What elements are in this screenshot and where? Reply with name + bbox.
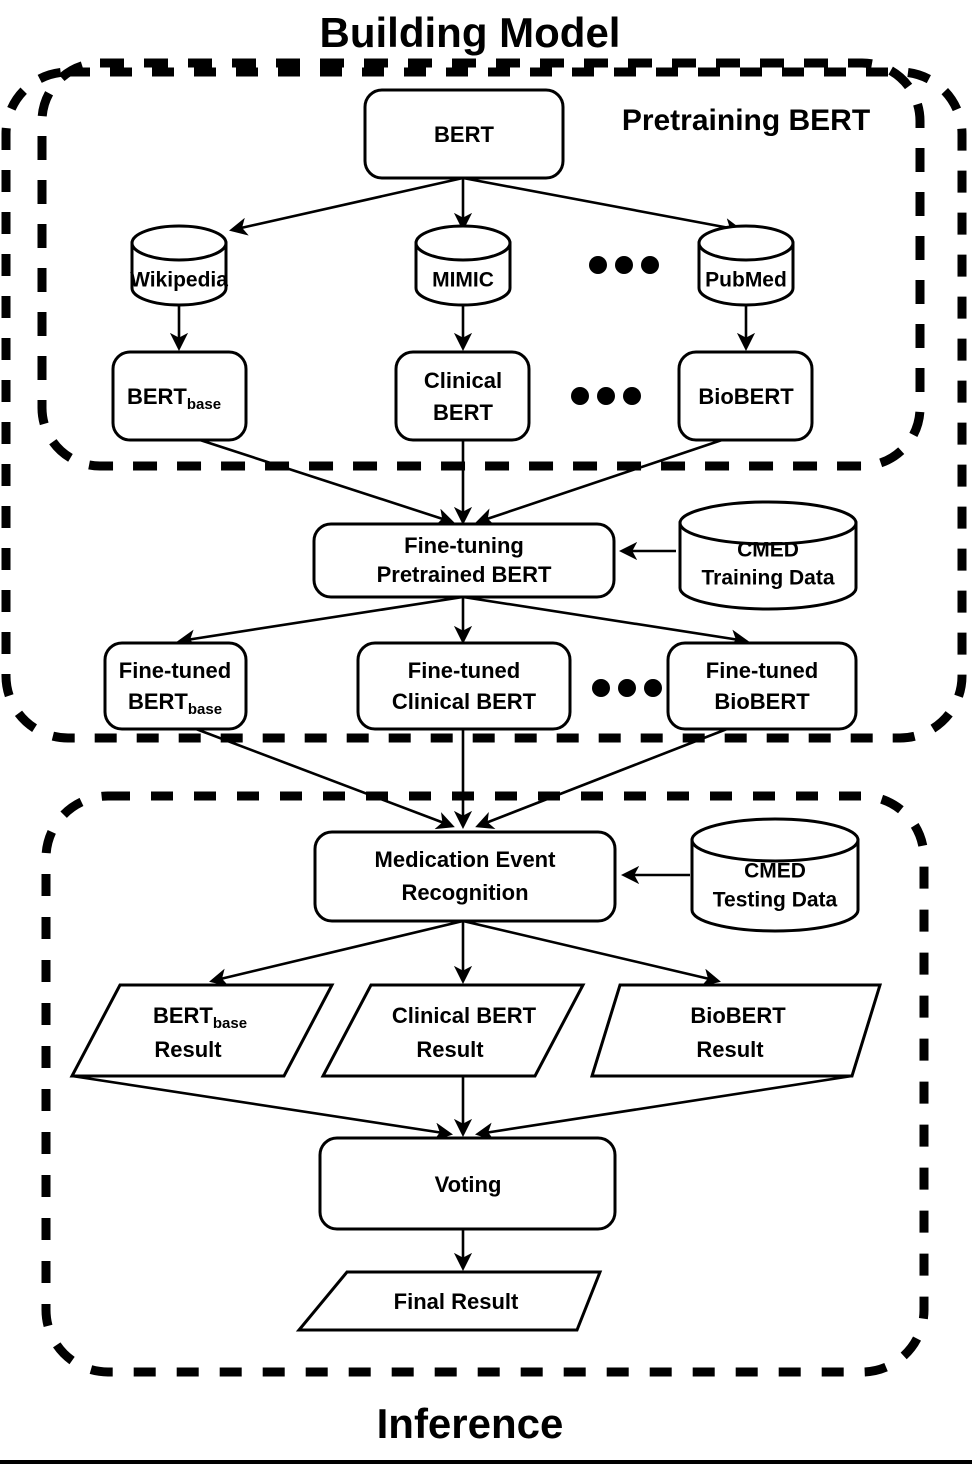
node-corpus-wikipedia[interactable]: Wikipedia [130,224,228,307]
node-result-clinical-bert-line2: Result [416,1037,484,1062]
node-result-clinical-bert-line1: Clinical BERT [392,1003,537,1028]
edge-result-biobert-to-voting [475,1074,853,1141]
edge-mer-to-result-biobert [462,919,721,987]
node-voting[interactable]: Voting [318,1136,617,1231]
node-mer-line2: Recognition [401,880,528,905]
edge-bert-to-pubmed [462,176,743,237]
node-ft-biobert-line1: Fine-tuned [706,658,818,683]
node-result-clinical-bert[interactable]: Clinical BERT Result [320,983,586,1078]
edge-finetuning-to-ft-bert-base [177,595,464,648]
node-ft-bert-base-line2: BERTbase [128,689,222,718]
node-ft-biobert[interactable]: Fine-tuned BioBERT [666,641,858,731]
node-model-clinical-bert[interactable]: Clinical BERT [394,350,531,442]
node-corpus-pubmed[interactable]: PubMed [697,224,795,307]
node-model-biobert-label: BioBERT [698,384,794,409]
node-model-clinical-bert-line1: Clinical [424,368,502,393]
node-result-bert-base-line1: BERTbase [153,1003,247,1032]
edge-mer-to-result-bert-base [209,919,464,987]
node-ft-bert-base-line1: Fine-tuned [119,658,231,683]
node-mer-line1: Medication Event [375,847,557,872]
edge-bert-base-to-finetuning [199,438,455,526]
node-bert-label: BERT [434,122,494,147]
node-model-bert-base[interactable]: BERTbase [111,350,248,442]
node-ft-clinical-bert[interactable]: Fine-tuned Clinical BERT [356,641,572,731]
node-result-biobert[interactable]: BioBERT Result [589,983,883,1078]
ellipsis-corpora-icon [589,256,659,274]
ellipsis-models-icon [571,387,641,405]
node-ft-biobert-line2: BioBERT [714,689,810,714]
node-corpus-mimic[interactable]: MIMIC [414,224,512,307]
edge-biobert-to-finetuning [475,438,723,526]
group-inference [41,791,929,1377]
node-final-result-label: Final Result [394,1289,519,1314]
node-cmed-training[interactable]: CMED Training Data [678,500,858,611]
node-model-bert-base-label: BERTbase [127,384,221,413]
node-result-bert-base-line2: Result [154,1037,222,1062]
node-cmed-training-line2: Training Data [701,567,834,590]
node-model-biobert[interactable]: BioBERT [677,350,814,442]
edge-ft-biobert-to-mer [475,727,728,829]
ellipsis-finetuned-icon [592,679,662,697]
node-cmed-testing[interactable]: CMED Testing Data [690,817,860,933]
group-label-inference: Inference [377,1400,564,1447]
group-building-model [1,67,967,743]
edge-finetuning-to-ft-biobert [462,595,749,648]
node-finetuning[interactable]: Fine-tuning Pretrained BERT [312,522,616,599]
node-result-biobert-line2: Result [696,1037,764,1062]
node-ft-clinical-bert-line2: Clinical BERT [392,689,537,714]
node-result-bert-base[interactable]: BERTbase Result [69,983,335,1078]
edge-bert-to-wikipedia [229,176,464,236]
node-voting-label: Voting [435,1172,502,1197]
node-cmed-training-line1: CMED [737,539,799,562]
node-bert[interactable]: BERT [363,88,565,180]
node-corpus-wikipedia-label: Wikipedia [130,269,228,292]
node-cmed-testing-line2: Testing Data [713,889,838,912]
node-ft-bert-base[interactable]: Fine-tuned BERTbase [103,641,248,731]
node-result-biobert-line1: BioBERT [690,1003,786,1028]
node-corpus-mimic-label: MIMIC [432,269,494,292]
group-label-building-model: Building Model [320,9,621,56]
node-cmed-testing-line1: CMED [744,860,806,883]
node-ft-clinical-bert-line1: Fine-tuned [408,658,520,683]
group-label-pretraining-bert: Pretraining BERT [622,104,870,137]
node-model-clinical-bert-line2: BERT [433,400,493,425]
node-corpus-pubmed-label: PubMed [705,269,787,292]
node-finetuning-line2: Pretrained BERT [377,562,552,587]
node-finetuning-line1: Fine-tuning [404,533,524,558]
node-final-result[interactable]: Final Result [295,1270,603,1332]
node-medication-event-recognition[interactable]: Medication Event Recognition [313,830,617,923]
edge-result-bert-base-to-voting [71,1074,453,1141]
edge-ft-bert-base-to-mer [195,727,455,830]
